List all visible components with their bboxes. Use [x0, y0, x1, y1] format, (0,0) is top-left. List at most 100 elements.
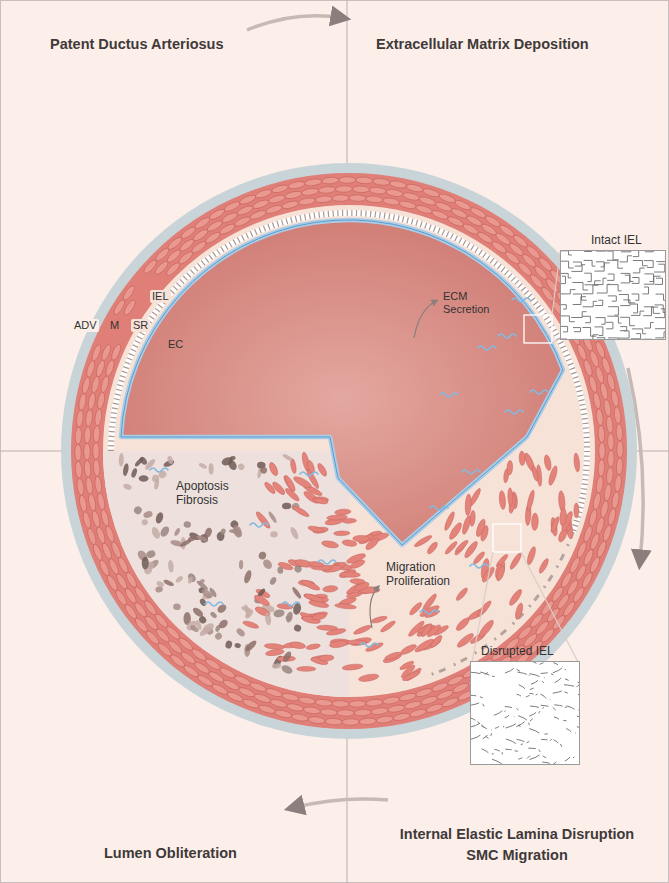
migrating-smc	[290, 458, 297, 474]
smc-cell	[84, 443, 90, 460]
ecm-fibre	[512, 298, 530, 302]
apoptotic-cell	[130, 467, 138, 478]
apoptotic-cell	[163, 579, 175, 588]
smc-cell	[84, 460, 92, 477]
apoptotic-cell	[282, 453, 293, 462]
migrating-smc	[264, 643, 285, 650]
intima	[103, 205, 595, 697]
smc-cell	[454, 199, 472, 212]
smc-cell	[611, 491, 620, 509]
apoptotic-cell	[217, 618, 229, 630]
elastin-fibre	[584, 260, 596, 266]
apoptotic-cell	[269, 576, 278, 586]
elastin-fibre	[505, 749, 518, 751]
smc-cell	[399, 692, 417, 702]
ecm-fibre	[360, 643, 378, 647]
smc-cell	[156, 642, 173, 658]
apoptotic-cell	[208, 463, 213, 475]
migrating-smc	[509, 552, 523, 571]
apoptotic-cell	[282, 502, 292, 509]
apoptotic-cell	[150, 526, 162, 540]
smc-cell	[223, 200, 241, 213]
elastin-fibre	[583, 335, 599, 339]
elastin-fibre	[561, 316, 575, 322]
elastin-fibre	[608, 338, 619, 339]
elastin-fibre	[530, 706, 544, 708]
elastin-fibre	[561, 326, 568, 332]
smc-cell	[382, 197, 400, 206]
smc-cell	[366, 195, 384, 203]
smc-cell	[425, 702, 443, 713]
smc-cell	[85, 477, 94, 495]
smc-cell	[359, 718, 376, 726]
smc-cell	[95, 359, 106, 377]
smc-cell	[82, 511, 93, 529]
migrating-smc	[292, 475, 313, 490]
ecm-fibre	[250, 523, 268, 527]
smc-cell	[376, 715, 394, 724]
migrating-smc	[420, 622, 434, 638]
apoptotic-cell	[244, 639, 258, 653]
migrating-smc	[370, 615, 387, 624]
apoptotic-cell	[118, 453, 124, 467]
smc-cell	[540, 627, 556, 644]
migrating-smc	[268, 461, 280, 477]
apoptotic-cell	[221, 456, 234, 467]
migrating-smc	[308, 561, 324, 568]
smc-cell	[415, 204, 433, 215]
migrating-smc	[321, 540, 339, 549]
migrating-smc	[242, 620, 259, 630]
apoptotic-cell	[243, 569, 253, 584]
migrating-smc	[317, 625, 338, 631]
iel-fragments	[430, 532, 573, 675]
migrating-smc	[508, 588, 524, 607]
smc-cell	[337, 710, 354, 717]
apoptotic-cell	[167, 560, 174, 573]
elastin-fibre	[492, 759, 509, 764]
smc-cell	[96, 392, 106, 410]
elastin-fibre	[553, 663, 562, 667]
ecm-fibre	[318, 560, 336, 564]
elastin-fibre	[565, 757, 574, 761]
smc-cell	[372, 178, 390, 186]
elastin-fibre	[577, 716, 579, 724]
smc-cell	[606, 373, 617, 391]
smc-cell	[85, 409, 93, 427]
ecm-fibre	[498, 334, 516, 338]
apoptotic-cell	[293, 564, 303, 574]
apoptotic-cell	[237, 462, 246, 471]
elastin-fibre	[561, 261, 574, 268]
smc-cell	[562, 600, 577, 618]
migrating-smc	[475, 518, 487, 537]
elastin-fibre	[631, 334, 641, 339]
elastin-fibre	[595, 300, 603, 305]
elastin-fibre	[655, 278, 663, 284]
ecm-fibre	[282, 602, 300, 606]
apoptotic-cell	[234, 643, 241, 649]
elastin-fibre	[633, 268, 645, 273]
elastin-fibre	[505, 715, 515, 718]
elastin-fibre	[607, 251, 619, 260]
smc-cell	[93, 459, 101, 476]
smc-cell	[308, 716, 326, 724]
smc-cell	[93, 425, 101, 442]
smc-cell	[438, 192, 456, 204]
elastin-fibre	[528, 748, 540, 752]
smc-cell	[182, 664, 200, 679]
smc-cell	[94, 408, 103, 426]
smc-cell	[84, 426, 91, 443]
migrating-smc	[531, 465, 539, 481]
smc-cell	[598, 459, 606, 476]
smc-cell	[249, 209, 267, 221]
elastin-fibre	[554, 740, 562, 747]
smc-cell	[600, 357, 611, 375]
apoptotic-cell	[134, 457, 144, 468]
smc-cell	[441, 696, 459, 708]
part-label: Migration Proliferation	[386, 561, 450, 589]
elastin-fibre	[564, 684, 579, 687]
elastin-fibre	[517, 739, 530, 742]
migrating-smc	[550, 516, 561, 533]
media	[71, 173, 627, 729]
part-label: ADV	[72, 319, 99, 332]
apoptotic-cell	[285, 611, 294, 623]
